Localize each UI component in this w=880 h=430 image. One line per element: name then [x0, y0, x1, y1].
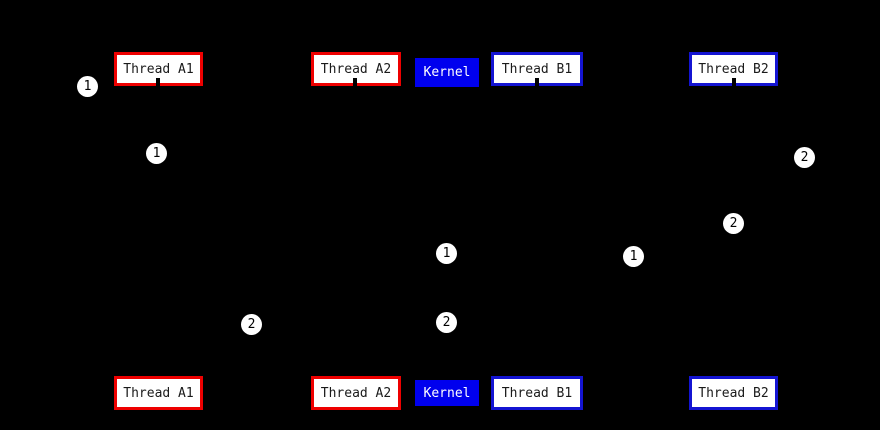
marker-label: 2 [442, 315, 451, 330]
marker-circle: 1 [436, 243, 457, 264]
lifeline-tick [535, 78, 539, 88]
entity-label: Thread B2 [698, 385, 769, 401]
marker-label: 2 [247, 317, 256, 332]
entity-label: Thread B2 [698, 61, 769, 77]
marker-circle: 1 [623, 246, 644, 267]
lifeline-tick [732, 78, 736, 88]
marker-label: 1 [442, 246, 451, 261]
marker-circle: 2 [241, 314, 262, 335]
marker-label: 2 [800, 150, 809, 165]
entity-box-thread-a1-bottom: Thread A1 [114, 376, 203, 410]
marker-label: 1 [152, 146, 161, 161]
entity-label: Thread A2 [320, 61, 392, 77]
entity-label: Kernel [423, 385, 471, 401]
entity-box-kernel-top: Kernel [415, 58, 479, 87]
marker-circle: 2 [436, 312, 457, 333]
lifeline-tick [353, 78, 357, 88]
marker-circle: 2 [794, 147, 815, 168]
marker-circle: 1 [146, 143, 167, 164]
entity-label: Thread A1 [123, 385, 194, 401]
entity-label: Thread A1 [123, 61, 194, 77]
marker-label: 1 [83, 79, 92, 94]
entity-label: Thread B1 [501, 61, 573, 77]
marker-circle: 1 [77, 76, 98, 97]
entity-label: Thread B1 [501, 385, 573, 401]
entity-label: Kernel [423, 65, 471, 80]
entity-label: Thread A2 [320, 385, 392, 401]
entity-box-thread-b1-bottom: Thread B1 [491, 376, 583, 410]
marker-label: 1 [629, 249, 638, 264]
marker-circle: 2 [723, 213, 744, 234]
entity-box-kernel-bottom: Kernel [415, 380, 479, 406]
entity-box-thread-b2-bottom: Thread B2 [689, 376, 778, 410]
lifeline-tick [156, 78, 160, 88]
marker-label: 2 [729, 216, 738, 231]
entity-box-thread-a2-bottom: Thread A2 [311, 376, 401, 410]
